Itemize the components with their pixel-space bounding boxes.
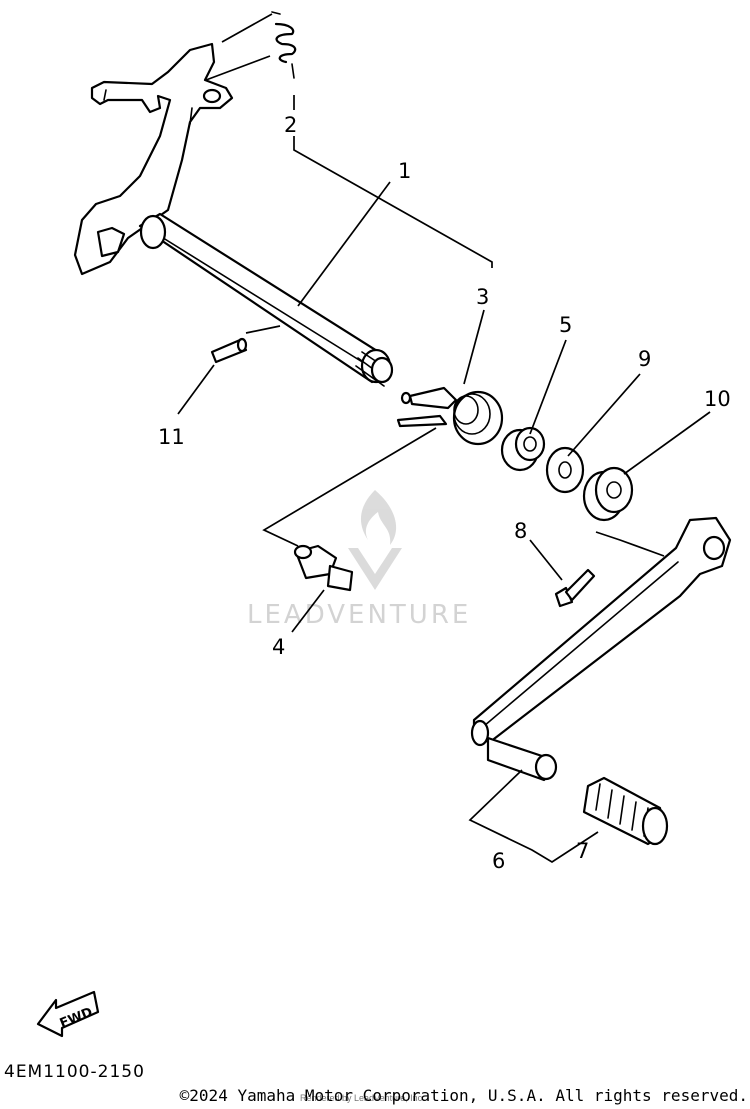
torsion-spring-part-3 bbox=[396, 386, 504, 446]
spring-part-2 bbox=[271, 11, 297, 79]
callout-4: 4 bbox=[272, 635, 285, 659]
shift-pedal-part-6 bbox=[470, 516, 732, 782]
callout-8: 8 bbox=[514, 519, 527, 543]
collar-part-5 bbox=[500, 426, 546, 472]
shift-shaft-part-1 bbox=[73, 42, 394, 387]
callout-11: 11 bbox=[158, 425, 185, 449]
pin-part-11 bbox=[210, 337, 248, 364]
callout-7: 7 bbox=[576, 839, 589, 863]
callout-1: 1 bbox=[398, 159, 411, 183]
watermark-logo: LEADVENTURE bbox=[247, 490, 471, 630]
callout-2: 2 bbox=[284, 113, 297, 137]
washer-part-9 bbox=[545, 446, 585, 494]
callout-9: 9 bbox=[638, 347, 651, 371]
leader-lines bbox=[177, 13, 711, 864]
rendered-by-text: Rendered by LeadVenture, Inc. bbox=[300, 1093, 425, 1103]
bolt-part-4 bbox=[293, 544, 354, 592]
callout-6: 6 bbox=[492, 849, 505, 873]
diagram-part-code: 4EM1100-2150 bbox=[4, 1062, 145, 1082]
callout-5: 5 bbox=[559, 313, 572, 337]
seal-part-10 bbox=[582, 466, 634, 522]
callout-10: 10 bbox=[704, 387, 731, 411]
copyright-text: ©2024 Yamaha Motor Corporation, U.S.A. A… bbox=[179, 1086, 748, 1105]
pedal-rubber-part-7 bbox=[582, 776, 669, 846]
watermark-text: LEADVENTURE bbox=[247, 600, 471, 630]
fwd-arrow-icon: FWD bbox=[36, 990, 100, 1038]
bolt-part-8 bbox=[554, 568, 596, 608]
callouts: 1 2 3 4 5 6 7 8 9 10 11 bbox=[158, 113, 731, 873]
callout-3: 3 bbox=[476, 285, 489, 309]
